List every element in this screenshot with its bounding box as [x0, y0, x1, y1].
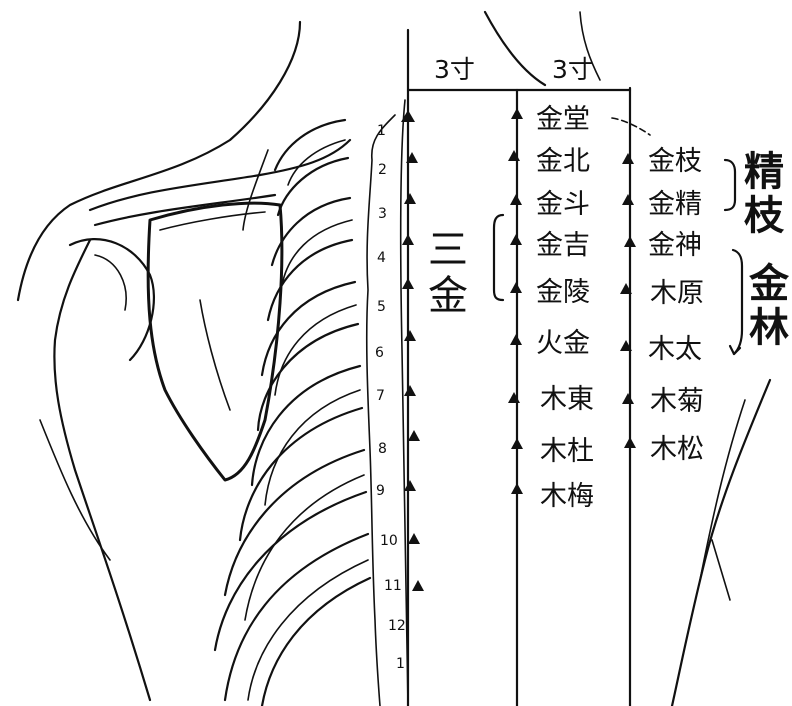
point-label: 木菊	[650, 386, 704, 417]
point-label: 火金	[536, 328, 590, 359]
vertebra-label: 9	[376, 483, 385, 499]
vertebra-label: 2	[378, 162, 387, 178]
point-label: 木松	[650, 434, 704, 465]
point-marker	[508, 392, 520, 403]
vertebra-label: 11	[384, 578, 402, 594]
markers-right	[620, 153, 636, 448]
ribs	[215, 120, 370, 706]
point-marker	[511, 438, 523, 449]
vertebra-label: 3	[378, 206, 387, 222]
vertebra-label: 1	[396, 656, 405, 672]
point-marker	[511, 483, 523, 494]
markers-middle	[508, 108, 523, 494]
point-marker	[510, 334, 522, 345]
right-point-labels: 金枝 金精 金神 木原 木太 木菊 木松	[648, 146, 704, 465]
point-marker	[402, 278, 414, 289]
group-label-jing-zhi: 精枝	[737, 150, 784, 238]
point-marker	[510, 282, 522, 293]
point-marker	[404, 480, 416, 491]
group-label-jing-zhi-text: 精枝	[737, 150, 784, 238]
point-marker	[408, 430, 420, 441]
point-label: 金斗	[536, 189, 590, 220]
point-label: 金堂	[536, 104, 590, 135]
body-outline	[18, 22, 350, 700]
point-label: 金精	[648, 189, 702, 220]
point-label: 木太	[648, 334, 702, 365]
point-label: 金神	[648, 230, 702, 261]
vertebra-label: 6	[375, 345, 384, 361]
group-brackets	[494, 160, 742, 354]
vertebra-label: 12	[388, 618, 406, 634]
point-marker	[511, 108, 523, 119]
point-label: 金吉	[536, 230, 590, 261]
group-label-jin-lin: 金林	[742, 261, 790, 350]
point-marker	[404, 193, 416, 204]
measurement-left: 3寸	[434, 55, 475, 84]
point-marker	[622, 194, 634, 205]
vertebra-label: 4	[377, 250, 386, 266]
point-label: 木東	[540, 384, 594, 415]
right-body-lines	[672, 380, 770, 706]
vertebra-label: 10	[380, 533, 398, 549]
point-marker	[624, 236, 636, 247]
point-marker	[622, 393, 634, 404]
vertebra-label: 1	[377, 123, 386, 139]
point-label: 木梅	[540, 481, 594, 512]
middle-point-labels: 金堂 金北 金斗 金吉 金陵 火金 木東 木杜 木梅	[536, 104, 594, 512]
point-marker	[404, 330, 416, 341]
point-label: 木杜	[540, 436, 594, 467]
point-label: 金枝	[648, 146, 702, 177]
point-marker	[412, 580, 424, 591]
point-marker	[404, 385, 416, 396]
point-marker	[402, 234, 414, 245]
point-marker	[508, 150, 520, 161]
point-label: 金北	[536, 146, 590, 177]
point-label: 金陵	[536, 277, 590, 308]
point-marker	[622, 153, 634, 164]
measurement-right: 3寸	[552, 55, 593, 84]
vertebra-label: 5	[377, 299, 386, 315]
spine	[367, 100, 408, 706]
point-label: 木原	[650, 278, 704, 309]
vertebra-label: 8	[378, 441, 387, 457]
point-marker	[408, 533, 420, 544]
point-marker	[510, 234, 522, 245]
group-label-san-jin: 三金	[421, 228, 467, 320]
point-marker	[624, 437, 636, 448]
vertebra-label: 7	[376, 388, 385, 404]
group-label-jin-lin-text: 金林	[742, 261, 790, 350]
point-marker	[510, 194, 522, 205]
group-label-san-jin-text: 三金	[421, 228, 467, 320]
